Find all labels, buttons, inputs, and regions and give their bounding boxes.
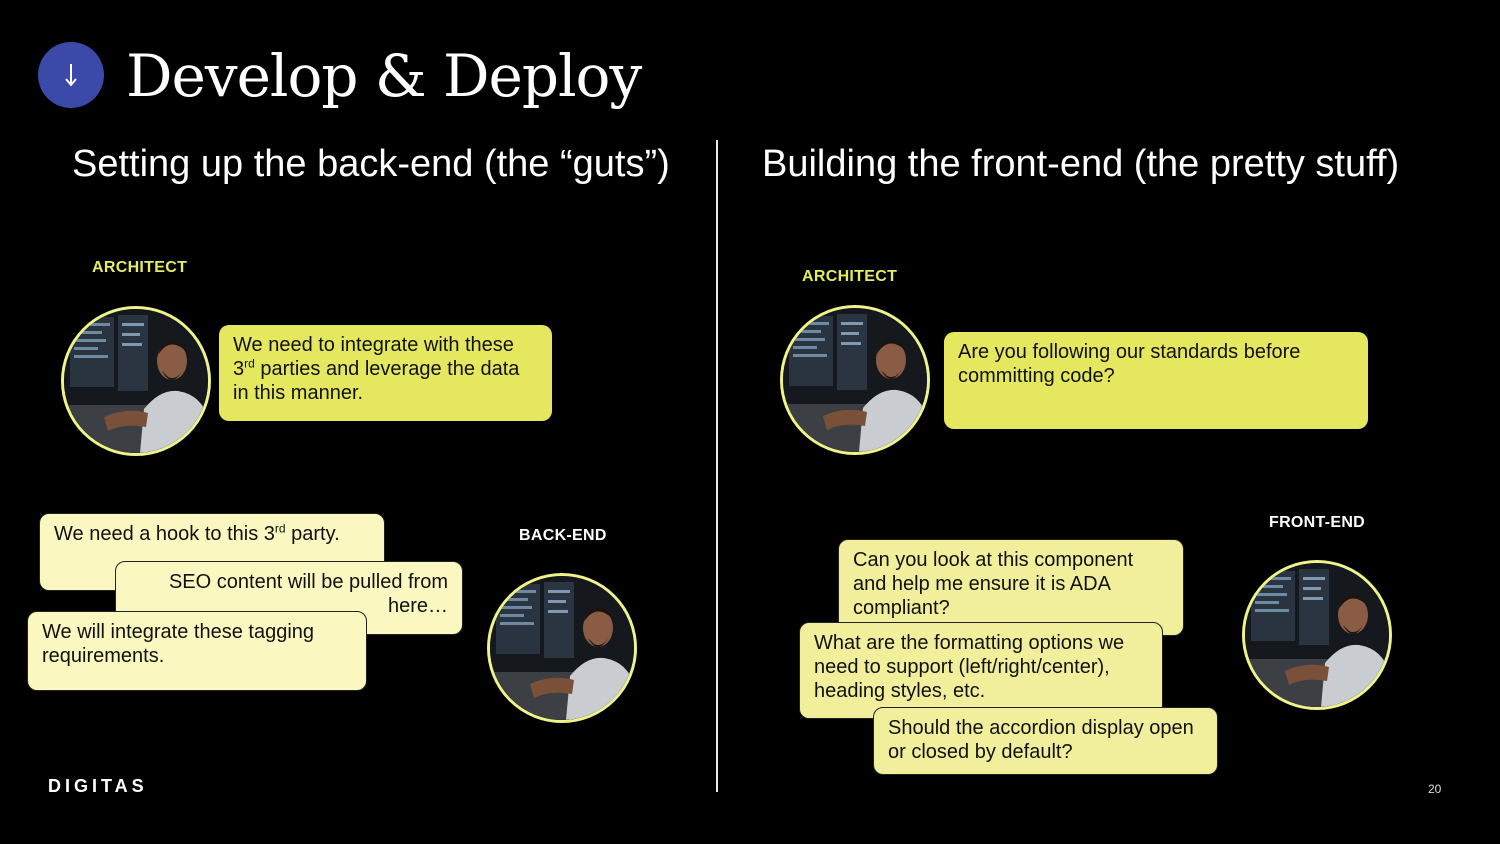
- developer-photo-icon: [1245, 563, 1389, 707]
- frontend-bubble-accordion: Should the accordion display open or clo…: [873, 707, 1218, 775]
- developer-photo-icon: [64, 309, 208, 453]
- architect-speech-bubble-right: Are you following our standards before c…: [944, 332, 1368, 429]
- architect-avatar-left: [61, 306, 211, 456]
- frontend-avatar: [1242, 560, 1392, 710]
- frontend-bubble-ada: Can you look at this component and help …: [838, 539, 1184, 636]
- frontend-bubble-formatting: What are the formatting options we need …: [799, 622, 1163, 719]
- architect-label-left: ARCHITECT: [92, 259, 188, 276]
- digitas-logo: DIGITAS: [48, 776, 148, 796]
- developer-photo-icon: [490, 576, 634, 720]
- frontend-label: FRONT-END: [1269, 514, 1366, 531]
- column-divider: [716, 140, 718, 792]
- backend-avatar: [487, 573, 637, 723]
- frontend-heading: Building the front-end (the pretty stuff…: [762, 143, 1400, 185]
- architect-speech-bubble-left: We need to integrate with these 3rd part…: [219, 325, 552, 421]
- architect-avatar-right: [780, 305, 930, 455]
- slide-title: Develop & Deploy: [126, 42, 642, 110]
- page-number: 20: [1428, 782, 1442, 796]
- developer-photo-icon: [783, 308, 927, 452]
- architect-label-right: ARCHITECT: [802, 268, 898, 285]
- backend-bubble-tagging: We will integrate these tagging requirem…: [27, 611, 367, 691]
- arrow-down-icon: [38, 42, 104, 108]
- backend-heading: Setting up the back-end (the “guts”): [72, 143, 670, 185]
- backend-label: BACK-END: [519, 527, 607, 544]
